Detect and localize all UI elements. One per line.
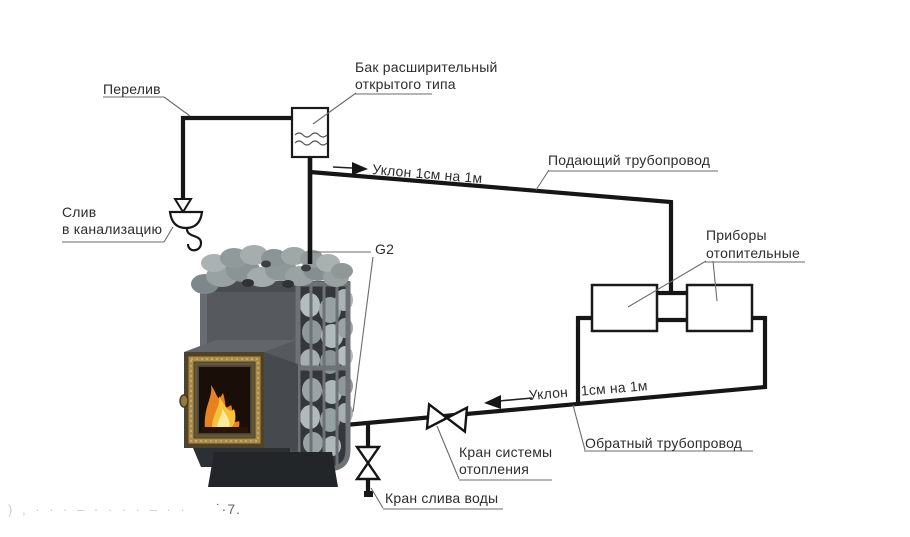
return-pipeline-label: Обратный трубопровод (585, 435, 743, 451)
water-level-wave (294, 132, 328, 138)
overflow-pipe (180, 115, 292, 198)
return-slope-word: Уклон (528, 383, 569, 403)
watermark-fragment: ˙·7. (216, 501, 241, 517)
loop-right (752, 315, 768, 389)
radiator-left (590, 283, 659, 333)
overflow-label: Перелив (103, 81, 161, 97)
drain-valve-symbol (354, 445, 382, 481)
heating-devices-label: Приборы отопительные (706, 227, 800, 261)
top-stones (191, 245, 353, 294)
down-arrow-icon (173, 198, 193, 214)
drain-valve-label: Кран слива воды (385, 490, 499, 506)
door-side-face (264, 352, 298, 452)
radiator-right (685, 283, 754, 333)
system-valve-label: Кран системы отопления (459, 444, 553, 477)
return-flow-arrow-icon (484, 395, 501, 409)
cage-frame (295, 281, 351, 472)
siphon-trap (185, 227, 203, 252)
return-pipe (344, 384, 766, 428)
supply-pipe (309, 169, 674, 292)
thread-size-label: G2 (375, 241, 395, 257)
supply-pipeline-label: Подающий трубопровод (548, 152, 711, 168)
drain-branch-cap (364, 491, 373, 497)
flow-arrows (332, 162, 533, 409)
stove-base (208, 452, 338, 487)
supply-flow-arrow-icon (352, 162, 368, 175)
system-valve-symbol (425, 402, 469, 434)
sauna-stove (179, 245, 353, 487)
loop-left (575, 315, 592, 404)
sewer-funnel (168, 198, 204, 252)
pipes (180, 115, 768, 494)
door-top-face (184, 340, 296, 352)
water-level-wave (294, 140, 328, 146)
radiators (590, 283, 754, 333)
expansion-tank-label: Бак расширительный открытого типа (355, 59, 498, 92)
expansion-tank (290, 106, 330, 159)
flames (201, 385, 248, 433)
funnel-bowl (168, 210, 204, 230)
door-handle (179, 394, 189, 408)
drain-to-sewer-label: Слив в канализацию (62, 204, 163, 237)
leader-lines (62, 92, 805, 510)
watermark-fragment: ) , · · · – · · · · – · · (8, 502, 188, 517)
